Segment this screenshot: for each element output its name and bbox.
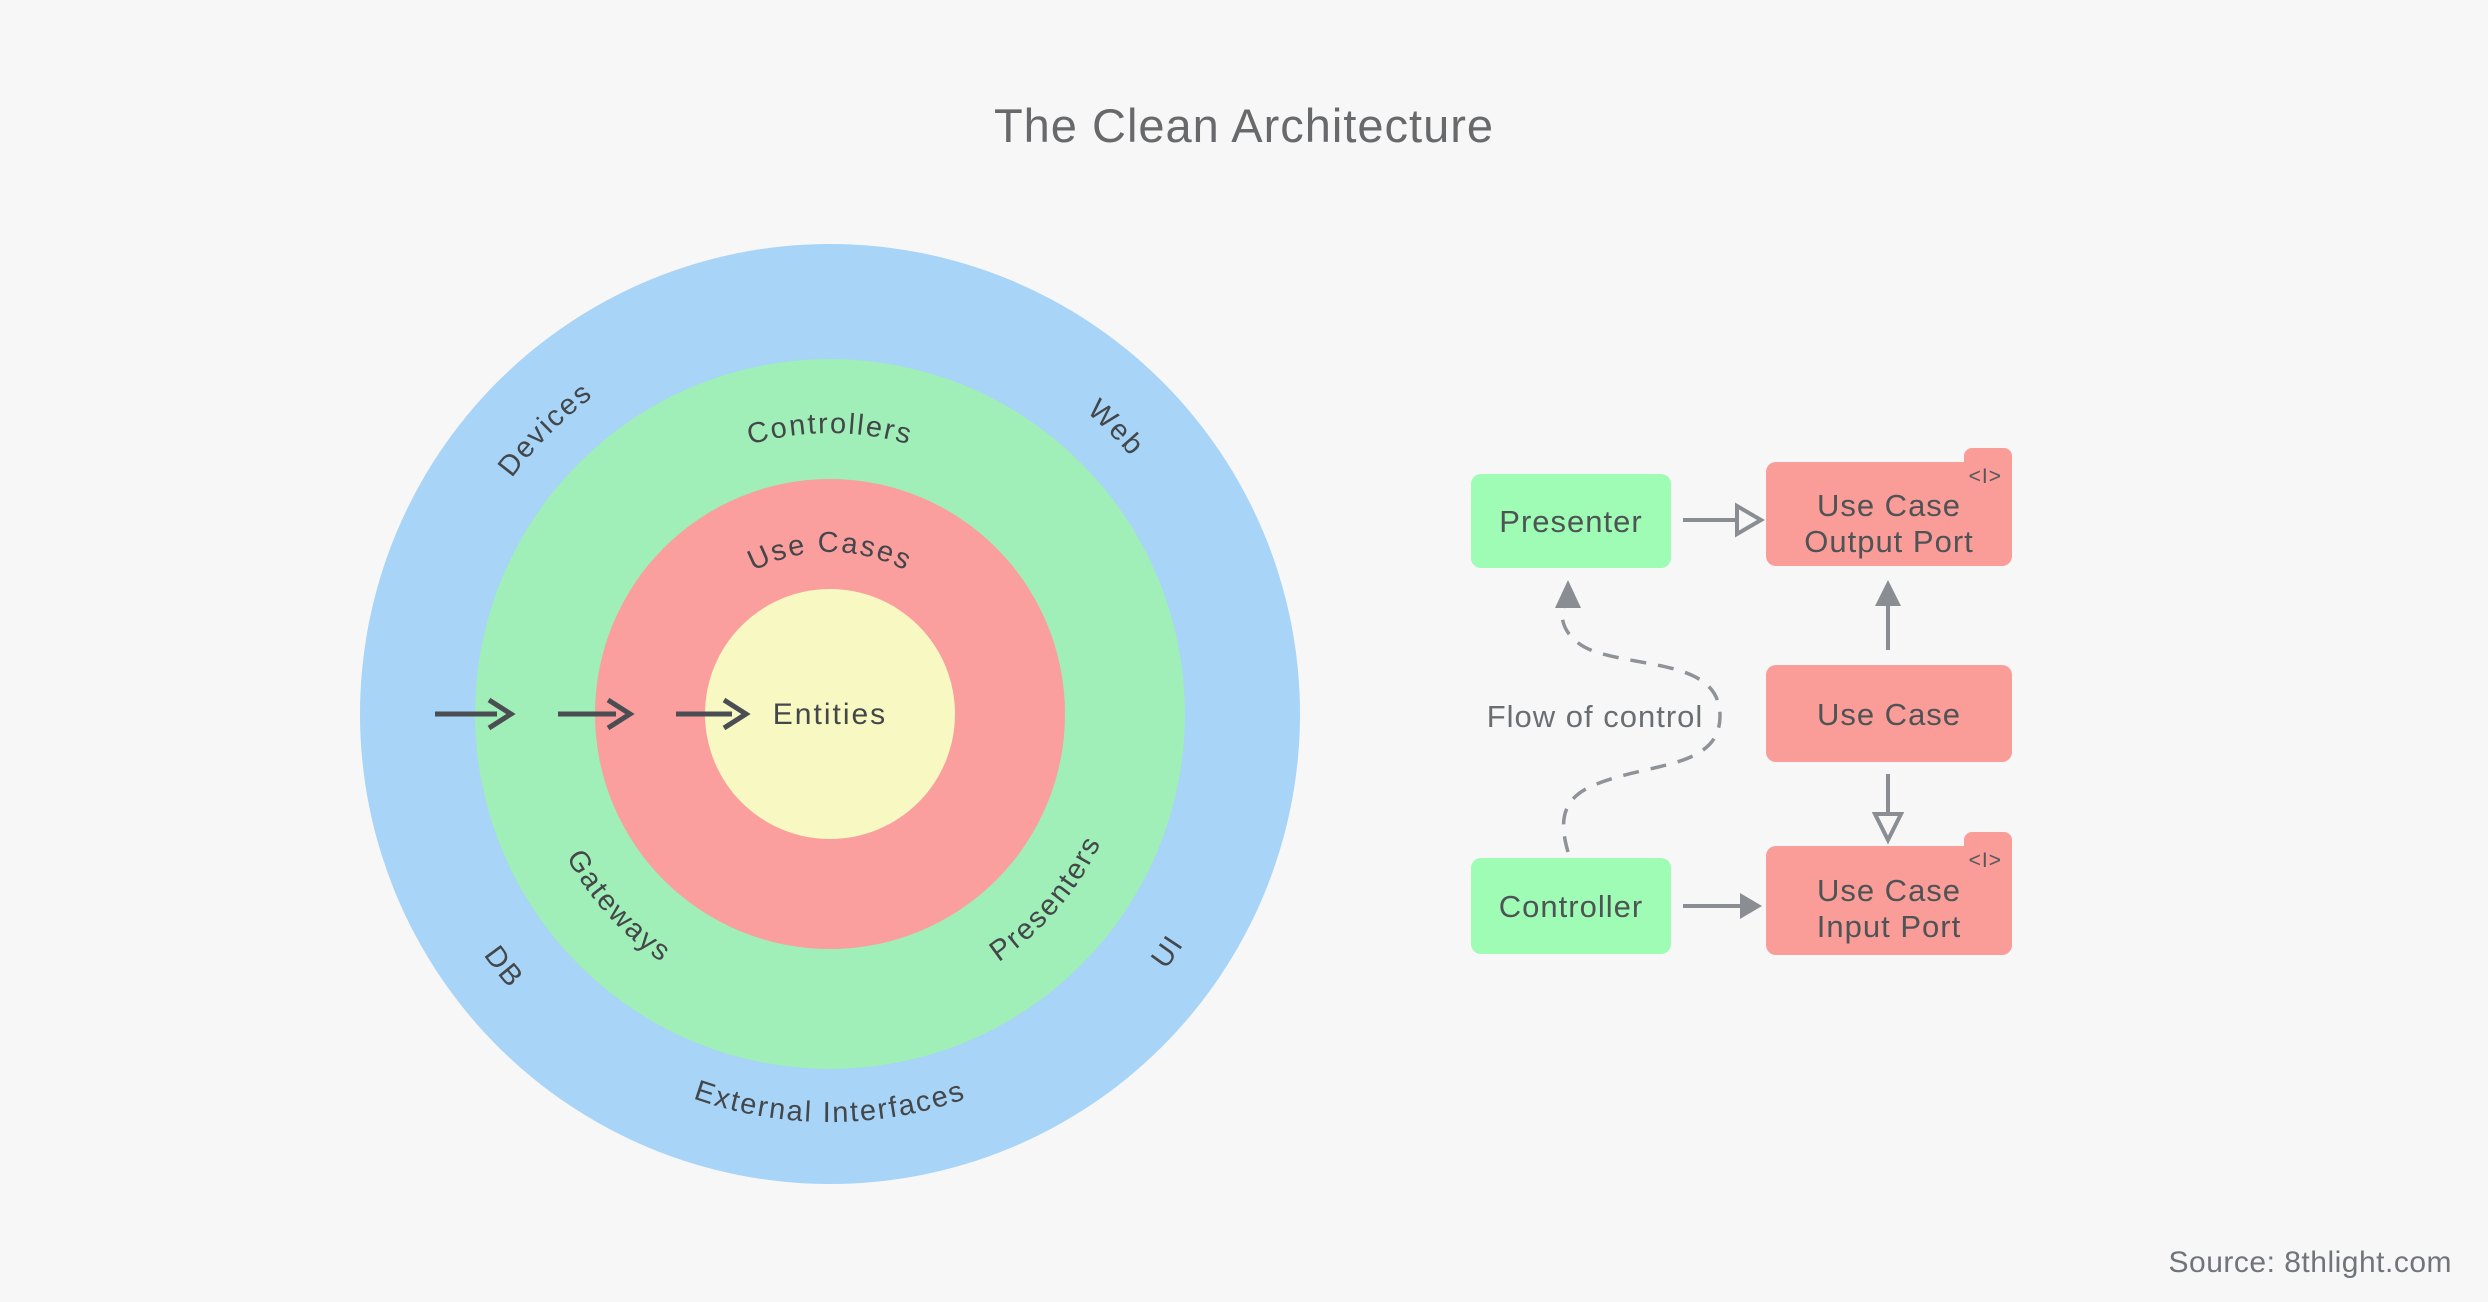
controller-box: Controller [1471,858,1671,954]
presenter-box-label: Presenter [1499,504,1642,539]
input-port-label-line2: Input Port [1817,909,1961,944]
dependency-arrow-middle [558,697,635,731]
flow-of-control-curve [1555,580,1722,853]
use-case-input-port-box: <I> Use Case Input Port [1766,832,2012,955]
flow-diagram: Presenter <I> Use Case Output Port Use C… [1471,448,2012,955]
dependency-arrow-outer [435,697,516,731]
use-case-box-label: Use Case [1817,697,1961,732]
use-case-output-port-box: <I> Use Case Output Port [1766,448,2012,566]
output-port-box-shape [1766,462,2012,566]
flow-of-control-arrow-head [1555,580,1581,608]
arrow-presenter-to-output-port [1683,502,1765,538]
use-case-box: Use Case [1766,665,2012,762]
flow-of-control-label: Flow of control [1487,699,1704,734]
dependency-arrow-inner [676,697,751,731]
dependency-arrows [435,697,751,731]
concentric-circles [360,244,1300,1184]
page-title: The Clean Architecture [993,99,1495,152]
input-port-box-shape [1766,846,2012,955]
input-port-label-line1: Use Case [1817,873,1961,908]
controller-box-shape [1471,858,1671,954]
presenter-box: Presenter [1471,474,1671,568]
presenter-box-shape [1471,474,1671,568]
yellow-center-circle [705,589,955,839]
input-port-interface-tag: <I> [1969,849,2002,872]
output-port-label-line2: Output Port [1804,524,1974,559]
arrow-use-case-to-input-port [1871,774,1905,845]
ring-label-entities: Entities [773,698,887,731]
arrow-controller-to-input-port [1683,893,1762,919]
controller-box-label: Controller [1499,889,1643,924]
arrow-use-case-to-output-port [1875,580,1901,650]
output-port-label-line1: Use Case [1817,488,1961,523]
output-port-interface-tag: <I> [1969,465,2002,488]
source-credit: Source: 8thlight.com [2168,1246,2452,1279]
use-case-box-shape [1766,665,2012,762]
